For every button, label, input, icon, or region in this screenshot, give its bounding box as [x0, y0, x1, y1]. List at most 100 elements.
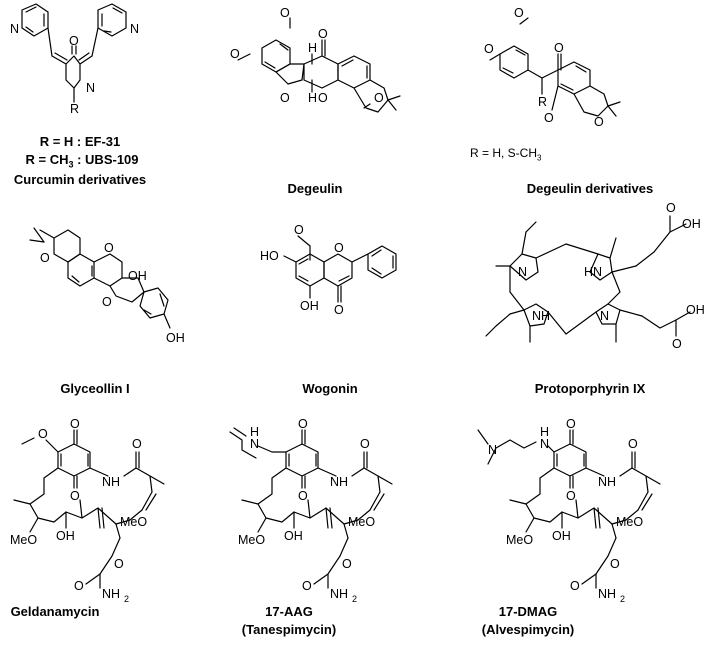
degeulin-atom-o6: O: [374, 91, 384, 105]
curcumin-label-ubs109: R = CH3 : UBS-109: [12, 152, 152, 173]
aag-atom-o-quinone2: O: [298, 489, 308, 503]
protoporphyrin-structure: N HN NH N O OH O OH: [485, 201, 705, 351]
degeulin-derivative-atom-o3: O: [554, 41, 564, 55]
degeulin-atom-h2: H: [308, 91, 317, 105]
dmag-atom-meo1: MeO: [506, 533, 533, 547]
degeulin-atom-o5: O: [318, 91, 328, 105]
protoporphyrin-atom-o2: O: [672, 337, 682, 351]
curcumin-label-ubs109-part1: R = CH: [25, 152, 69, 167]
protoporphyrin-caption: Protoporphyrin IX: [534, 381, 646, 396]
aag-atom-nh2: NH: [330, 587, 348, 601]
geldanamycin-atom-o-quinone1: O: [70, 417, 80, 431]
dmag-atom-nh2: NH: [598, 587, 616, 601]
aag-atom-meo1: MeO: [238, 533, 265, 547]
protoporphyrin-atom-n-left: N: [518, 265, 527, 279]
curcumin-label-ubs109-part2: : UBS-109: [73, 152, 139, 167]
degeulin-derivative-structure: O O O O O R: [484, 6, 621, 129]
glyceollin-atom-o1: O: [40, 251, 50, 265]
geldanamycin-atom-o-carbonyl: O: [74, 579, 84, 593]
dmag-caption-line1: 17-DMAG: [498, 604, 558, 619]
curcumin-atom-n: N: [86, 81, 95, 95]
degeulin-structure: O O O O O O H H: [230, 6, 401, 113]
aag-caption-line2: (Tanespimycin): [241, 622, 337, 637]
wogonin-caption: Wogonin: [302, 381, 358, 396]
dmag-atom-nh2-sub: 2: [620, 594, 625, 604]
protoporphyrin-atom-nh: NH: [532, 309, 550, 323]
degeulin-derivatives-caption: Degeulin derivatives: [526, 181, 654, 196]
glyceollin-atom-oh2: OH: [166, 331, 185, 345]
dmag-atom-o-quinone2: O: [566, 489, 576, 503]
geldanamycin-atom-meo1: MeO: [10, 533, 37, 547]
geldanamycin-structure: O O O NH O MeO OH MeO O O NH 2: [10, 417, 165, 604]
dmag-caption-line2: (Alvespimycin): [481, 622, 575, 637]
curcumin-atom-n-left: N: [10, 22, 19, 36]
curcumin-label-ubs109-sub: 3: [68, 159, 74, 170]
dmag-atom-n: N: [540, 437, 549, 451]
glyceollin-structure: O O O OH OH: [29, 227, 185, 345]
protoporphyrin-atom-oh1: OH: [682, 217, 701, 231]
protoporphyrin-atom-oh2: OH: [686, 303, 705, 317]
geldanamycin-caption: Geldanamycin: [10, 604, 100, 619]
degeulin-derivative-atom-o1: O: [514, 6, 524, 20]
dmag-atom-h: H: [540, 425, 549, 439]
degeulin-derivative-atom-o2: O: [484, 42, 494, 56]
curcumin-atom-n-right: N: [130, 22, 139, 36]
protoporphyrin-atom-hn: HN: [584, 265, 602, 279]
glyceollin-atom-o3: O: [102, 295, 112, 309]
dmag-atom-nh: NH: [598, 475, 616, 489]
curcumin-atom-r: R: [70, 102, 79, 116]
wogonin-structure: O O O HO OH: [260, 223, 397, 317]
aag-caption-line1: 17-AAG: [265, 604, 313, 619]
dmag-atom-oh: OH: [552, 529, 571, 543]
dmag-atom-o-carbonyl: O: [570, 579, 580, 593]
geldanamycin-atom-o-quinone2: O: [70, 489, 80, 503]
dmag-atom-o-quinone1: O: [566, 417, 576, 431]
aag-atom-nh: NH: [330, 475, 348, 489]
degeulin-derivative-atom-o5: O: [594, 115, 604, 129]
degeulin-derivative-atom-r: R: [538, 95, 547, 109]
geldanamycin-atom-meo2: MeO: [120, 515, 147, 529]
geldanamycin-atom-oh: OH: [56, 529, 75, 543]
degeulin-atom-o2: O: [230, 47, 240, 61]
geldanamycin-atom-o-amide: O: [132, 437, 142, 451]
wogonin-atom-o-methoxy: O: [294, 223, 304, 237]
aag-atom-o-amide: O: [360, 437, 370, 451]
aag-atom-oh: OH: [284, 529, 303, 543]
aag-atom-n: N: [250, 437, 259, 451]
degeulin-atom-o1: O: [280, 6, 290, 20]
geldanamycin-atom-nh2-sub: 2: [124, 594, 129, 604]
geldanamycin-atom-nh: NH: [102, 475, 120, 489]
dmag-atom-meo2: MeO: [616, 515, 643, 529]
curcumin-caption: Curcumin derivatives: [13, 172, 147, 187]
aag-atom-o-quinone1: O: [298, 417, 308, 431]
degeulin-caption: Degeulin: [287, 181, 343, 196]
wogonin-atom-o-keto: O: [334, 303, 344, 317]
geldanamycin-atom-o-carbamate: O: [114, 557, 124, 571]
aag-structure: N H O O NH O MeO OH MeO O O NH 2: [229, 417, 393, 604]
curcumin-atom-o: O: [69, 34, 79, 48]
wogonin-atom-oh: OH: [300, 299, 319, 313]
protoporphyrin-atom-n-right: N: [600, 309, 609, 323]
dmag-atom-o-carbamate: O: [610, 557, 620, 571]
wogonin-atom-o-ring: O: [334, 241, 344, 255]
dmag-atom-o-amide: O: [628, 437, 638, 451]
aag-atom-o-carbamate: O: [342, 557, 352, 571]
wogonin-atom-ho: HO: [260, 249, 279, 263]
glyceollin-caption: Glyceollin I: [60, 381, 130, 396]
curcumin-derivative-structure: O N R N N: [10, 3, 139, 116]
aag-atom-h: H: [250, 425, 259, 439]
degeulin-derivative-r-note-sub: 3: [537, 153, 542, 163]
aag-atom-nh2-sub: 2: [352, 594, 357, 604]
degeulin-atom-o4: O: [280, 91, 290, 105]
aag-atom-o-carbonyl: O: [302, 579, 312, 593]
glyceollin-atom-oh1: OH: [128, 269, 147, 283]
degeulin-derivative-r-note-text: R = H, S-CH: [470, 146, 538, 160]
degeulin-atom-h1: H: [308, 41, 317, 55]
geldanamycin-atom-o-methoxy: O: [38, 427, 48, 441]
curcumin-label-ef31: R = H : EF-31: [39, 134, 121, 149]
dmag-atom-n-dimethyl: N: [488, 443, 497, 457]
degeulin-derivative-atom-o4: O: [544, 111, 554, 125]
geldanamycin-atom-nh2: NH: [102, 587, 120, 601]
degeulin-atom-o3: O: [318, 27, 328, 41]
